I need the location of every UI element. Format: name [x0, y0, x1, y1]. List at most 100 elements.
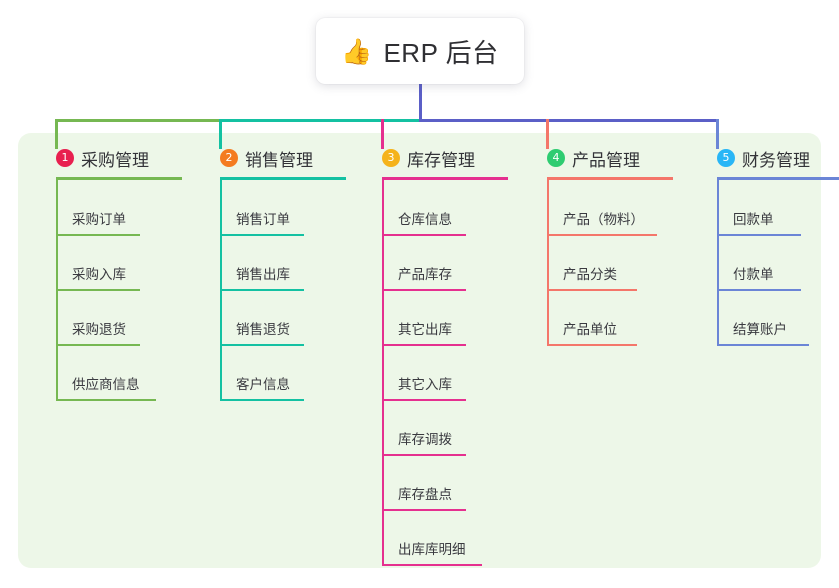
branch-title: 销售管理	[245, 150, 313, 170]
leaf-label: 回款单	[733, 212, 774, 227]
leaf-node[interactable]: 采购入库	[36, 235, 196, 291]
leaf-underline	[382, 344, 466, 346]
bus-segment-2	[219, 119, 422, 122]
leaf-underline	[382, 289, 466, 291]
leaf-label: 结算账户	[733, 322, 787, 337]
leaf-underline	[382, 399, 466, 401]
branch-column-4: 4 产品管理产品（物料） 产品分类产品单位	[527, 145, 697, 346]
leaf-node[interactable]: 付款单	[697, 235, 839, 291]
leaf-node[interactable]: 供应商信息	[36, 345, 196, 401]
root-node[interactable]: 👍 ERP 后台	[316, 18, 524, 84]
branch-spine	[717, 180, 719, 345]
branch-number-badge: 2	[220, 149, 238, 167]
branches-panel	[18, 133, 821, 568]
branch-header-5[interactable]: 5 财务管理	[697, 145, 839, 171]
branch-header-1[interactable]: 1 采购管理	[36, 145, 196, 171]
leaf-underline	[547, 234, 657, 236]
leaf-label: 出库库明细	[398, 542, 466, 557]
leaf-label: 销售订单	[236, 212, 290, 227]
leaf-underline	[717, 344, 809, 346]
leaf-label: 仓库信息	[398, 212, 452, 227]
leaf-label: 采购订单	[72, 212, 126, 227]
branch-column-5: 5 财务管理回款单付款单结算账户	[697, 145, 839, 346]
branch-column-3: 3 库存管理仓库信息产品库存其它出库其它入库库存调拨库存盘点出库库明细	[362, 145, 527, 566]
branch-items: 销售订单销售出库销售退货客户信息	[200, 180, 360, 401]
branch-underline	[717, 177, 839, 180]
leaf-node[interactable]: 出库库明细	[362, 510, 527, 566]
leaf-label: 产品库存	[398, 267, 452, 282]
leaf-label: 其它入库	[398, 377, 452, 392]
thumbs-up-icon: 👍	[341, 37, 373, 66]
leaf-underline	[382, 454, 466, 456]
branch-header-2[interactable]: 2 销售管理	[200, 145, 360, 171]
leaf-label: 销售退货	[236, 322, 290, 337]
leaf-underline	[382, 509, 466, 511]
root-stem	[419, 84, 422, 122]
branch-items: 采购订单采购入库采购退货供应商信息	[36, 180, 196, 401]
root-title: ERP 后台	[383, 37, 499, 68]
leaf-label: 库存调拨	[398, 432, 452, 447]
branch-underline	[56, 177, 182, 180]
leaf-label: 产品分类	[563, 267, 617, 282]
leaf-node[interactable]: 库存调拨	[362, 400, 527, 456]
leaf-underline	[717, 234, 801, 236]
leaf-label: 付款单	[733, 267, 774, 282]
leaf-underline	[56, 344, 140, 346]
branch-underline	[382, 177, 508, 180]
branch-underline	[547, 177, 673, 180]
leaf-underline	[717, 289, 801, 291]
bus-segment-1	[55, 119, 222, 122]
branch-column-2: 2 销售管理销售订单销售出库销售退货客户信息	[200, 145, 360, 401]
connector-drop-2	[219, 119, 222, 149]
leaf-node[interactable]: 库存盘点	[362, 455, 527, 511]
leaf-underline	[220, 399, 304, 401]
branch-number-badge: 4	[547, 149, 565, 167]
branch-items: 回款单付款单结算账户	[697, 180, 839, 346]
leaf-underline	[547, 289, 637, 291]
leaf-node[interactable]: 产品单位	[527, 290, 697, 346]
leaf-node[interactable]: 采购退货	[36, 290, 196, 346]
branch-title: 产品管理	[572, 150, 640, 170]
leaf-node[interactable]: 回款单	[697, 180, 839, 236]
leaf-label: 供应商信息	[72, 377, 140, 392]
leaf-node[interactable]: 结算账户	[697, 290, 839, 346]
branch-spine	[382, 180, 384, 565]
leaf-node[interactable]: 产品分类	[527, 235, 697, 291]
leaf-label: 产品（物料）	[563, 212, 644, 227]
branch-items: 仓库信息产品库存其它出库其它入库库存调拨库存盘点出库库明细	[362, 180, 527, 566]
leaf-node[interactable]: 其它出库	[362, 290, 527, 346]
branch-number-badge: 5	[717, 149, 735, 167]
leaf-node[interactable]: 销售出库	[200, 235, 360, 291]
leaf-underline	[382, 234, 466, 236]
leaf-label: 其它出库	[398, 322, 452, 337]
leaf-underline	[56, 289, 140, 291]
leaf-node[interactable]: 采购订单	[36, 180, 196, 236]
leaf-underline	[220, 234, 304, 236]
branch-title: 采购管理	[81, 150, 149, 170]
leaf-node[interactable]: 销售退货	[200, 290, 360, 346]
leaf-underline	[220, 289, 304, 291]
branch-spine	[547, 180, 549, 345]
bus-segment-3	[419, 119, 719, 122]
leaf-node[interactable]: 产品（物料）	[527, 180, 697, 236]
connector-drop-1	[55, 119, 58, 149]
branch-number-badge: 1	[56, 149, 74, 167]
leaf-underline	[382, 564, 482, 566]
leaf-label: 客户信息	[236, 377, 290, 392]
branch-number-badge: 3	[382, 149, 400, 167]
leaf-label: 库存盘点	[398, 487, 452, 502]
leaf-node[interactable]: 仓库信息	[362, 180, 527, 236]
connector-drop-3	[381, 119, 384, 149]
branch-items: 产品（物料） 产品分类产品单位	[527, 180, 697, 346]
branch-title: 财务管理	[742, 150, 810, 170]
leaf-node[interactable]: 其它入库	[362, 345, 527, 401]
branch-header-3[interactable]: 3 库存管理	[362, 145, 527, 171]
branch-header-4[interactable]: 4 产品管理	[527, 145, 697, 171]
leaf-node[interactable]: 销售订单	[200, 180, 360, 236]
leaf-underline	[220, 344, 304, 346]
leaf-node[interactable]: 客户信息	[200, 345, 360, 401]
branch-title: 库存管理	[407, 150, 475, 170]
leaf-node[interactable]: 产品库存	[362, 235, 527, 291]
leaf-underline	[56, 399, 156, 401]
